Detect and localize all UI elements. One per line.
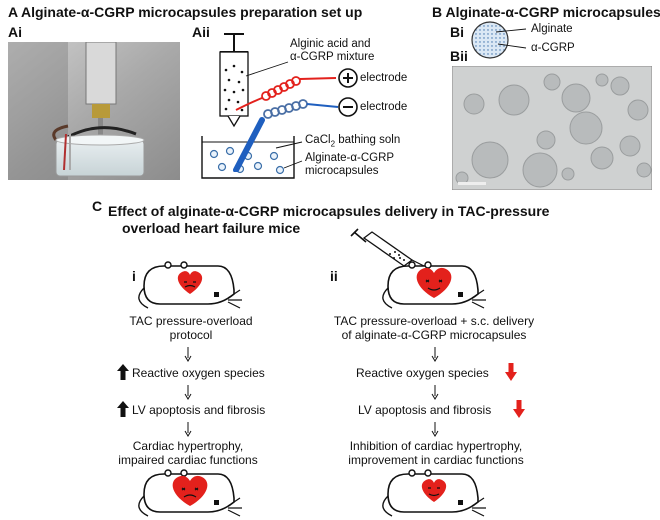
mixture-label: Alginic acid and α-CGRP mixture: [290, 38, 375, 63]
capsule-diagram: [471, 21, 527, 59]
increase-arrow-icon: [117, 401, 129, 417]
left-step2: Reactive oxygen species: [132, 366, 265, 380]
mouse-icon-left-top: [138, 261, 242, 309]
capsules-label: Alginate-α-CGRP microcapsules: [305, 152, 395, 177]
capsule-circle: [471, 21, 509, 59]
electrode-wires: [233, 68, 358, 172]
decrease-arrow-icon: [505, 363, 517, 381]
panel-a-title: A Alginate-α-CGRP microcapsules preparat…: [8, 4, 363, 20]
panel-ai-label: Ai: [8, 24, 22, 40]
right-step4: Inhibition of cardiac hypertrophy, impro…: [348, 439, 524, 467]
bath-label: CaCl2 bathing soln: [305, 134, 401, 149]
panel-c-letter: C: [92, 198, 103, 214]
mouse-icon-right-top: [382, 261, 486, 309]
electrode-neg-label: electrode: [360, 101, 408, 113]
right-step3: LV apoptosis and fibrosis: [358, 403, 492, 417]
lab-setup-photo: [8, 42, 180, 180]
down-arrow-icon: [431, 347, 439, 362]
left-step4: Cardiac hypertrophy, impaired cardiac fu…: [118, 439, 258, 467]
heart-icon: [416, 267, 452, 298]
panel-bii-label: Bii: [450, 48, 468, 64]
panel-bi-label: Bi: [450, 24, 464, 40]
down-arrow-icon: [184, 385, 192, 400]
syringe-icon: [350, 228, 429, 269]
heart-icon: [421, 479, 447, 502]
right-step1: TAC pressure-overload + s.c. delivery of…: [333, 314, 535, 342]
right-step2: Reactive oxygen species: [356, 366, 489, 380]
right-numeral: ii: [330, 268, 338, 284]
mouse-icon-left-bottom: [138, 469, 242, 517]
panel-b-title: B Alginate-α-CGRP microcapsules: [432, 4, 660, 20]
down-arrow-icon: [431, 422, 439, 437]
down-arrow-icon: [431, 385, 439, 400]
mouse-icon-right-bottom: [382, 469, 486, 517]
panel-c-title: Effect of alginate-α-CGRP microcapsules …: [108, 203, 550, 236]
panel-aii-label: Aii: [192, 24, 210, 40]
red-coil: [261, 76, 301, 101]
down-arrow-icon: [184, 347, 192, 362]
decrease-arrow-icon: [513, 400, 525, 418]
left-numeral: i: [132, 268, 136, 284]
heart-icon: [172, 475, 208, 506]
heart-icon: [177, 271, 203, 294]
blue-coil: [263, 99, 308, 119]
increase-arrow-icon: [117, 364, 129, 380]
cgrp-label: α-CGRP: [531, 42, 575, 54]
microscopy-image: [452, 66, 652, 190]
left-step3: LV apoptosis and fibrosis: [132, 403, 266, 417]
blue-electrode-rod: [233, 117, 265, 172]
left-step1: TAC pressure-overload protocol: [129, 314, 253, 342]
down-arrow-icon: [184, 422, 192, 437]
electrode-pos-label: electrode: [360, 72, 408, 84]
bath-container: [201, 136, 295, 179]
alginate-label: Alginate: [531, 23, 573, 35]
